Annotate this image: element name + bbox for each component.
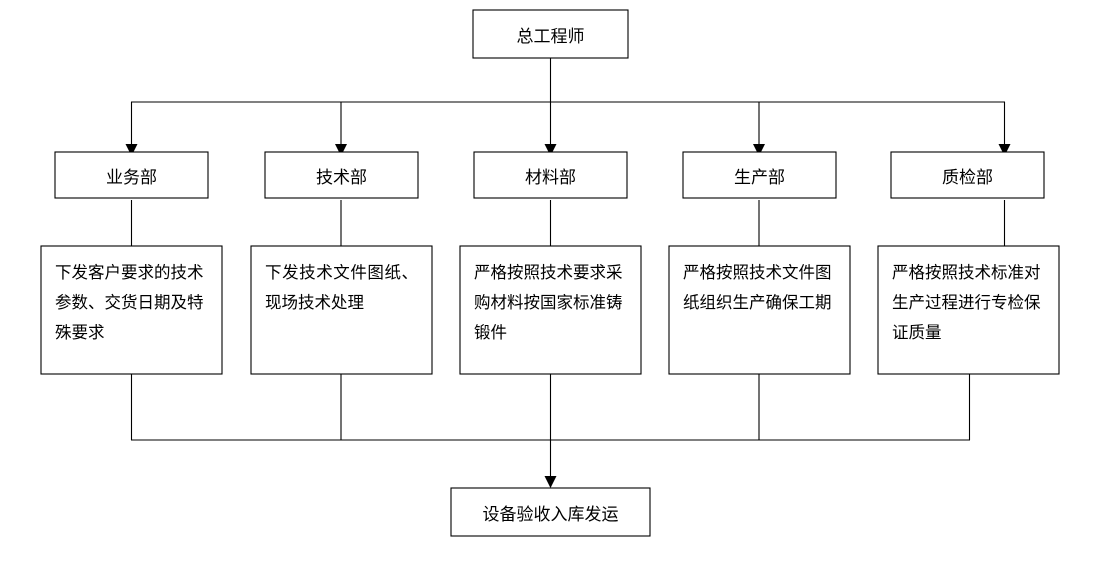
node-materials-detail-box[interactable] [459,245,642,375]
department-detail-quality: 严格按照技术标准对生产过程进行专检保证质量 [892,264,1041,342]
node-quality-detail-box[interactable] [877,245,1060,375]
department-detail-technology: 下发技术文件图纸、现场技术处理 [265,264,418,312]
arrowhead-production [753,144,765,156]
node-terminal-box[interactable] [450,487,651,537]
node-business-box[interactable] [54,151,209,199]
node-technology-detail-box[interactable] [250,245,433,375]
arrowhead-materials [544,144,557,156]
department-label-business: 业务部 [106,167,157,187]
arrowhead-technology [335,144,347,156]
node-quality-box[interactable] [890,151,1045,199]
arrowhead-terminal [544,476,557,488]
node-business-detail-box[interactable] [40,245,223,375]
department-label-technology: 技术部 [316,167,367,187]
department-detail-materials: 严格按照技术要求采购材料按国家标准铸锻件 [474,264,623,342]
terminal-label: 设备验收入库发运 [482,504,619,524]
department-label-quality: 质检部 [942,167,993,187]
department-label-materials: 材料部 [525,167,576,187]
node-technology-box[interactable] [264,151,419,199]
node-production-detail-box[interactable] [668,245,851,375]
arrowhead-business [125,144,138,156]
node-chief-engineer-box[interactable] [472,9,629,59]
node-materials-box[interactable] [473,151,628,199]
node-production-box[interactable] [682,151,837,199]
department-detail-business: 下发客户要求的技术参数、交货日期及特殊要求 [55,264,204,342]
department-label-production: 生产部 [734,167,785,187]
chief-engineer-label: 总工程师 [516,26,585,46]
arrowhead-quality [998,144,1011,156]
department-detail-production: 严格按照技术文件图纸组织生产确保工期 [683,264,832,312]
